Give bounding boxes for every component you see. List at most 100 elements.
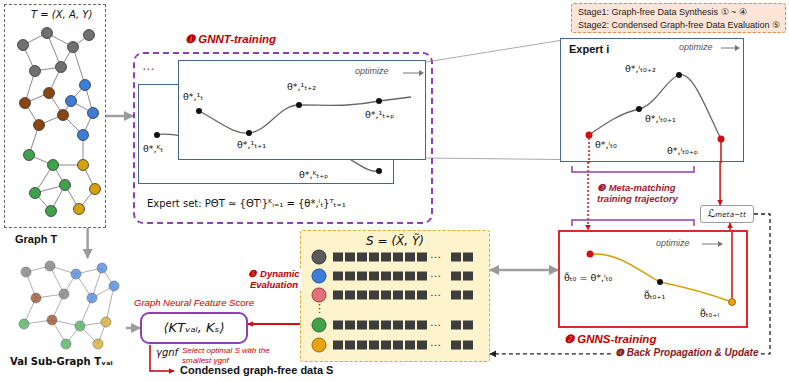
illustration-part [463, 253, 473, 262]
param-label: θ*,¹ₜ [183, 91, 203, 102]
illustration-part [59, 289, 69, 299]
illustration-part [20, 98, 31, 109]
illustration-part [101, 317, 111, 327]
graph-edges [24, 266, 114, 344]
illustration-part [58, 110, 69, 121]
stage-box: Stage1: Graph-free Data Synthesis ① ~ ④S… [571, 3, 786, 33]
illustration-part [312, 288, 326, 302]
connector [248, 323, 300, 325]
output-label: Condensed graph-free data S [180, 364, 333, 377]
illustration-part [312, 269, 326, 283]
illustration-part [66, 96, 77, 107]
illustration-part [24, 150, 35, 161]
illustration-part [109, 281, 119, 291]
formula-text: T = (X, A, Y) [31, 9, 92, 21]
graph-title: Graph T [15, 233, 57, 246]
param-label: θ*,ⁱₜ₀ [595, 139, 617, 150]
param-label: θ̃ₜ₀₊₁ [644, 290, 665, 301]
illustration-part [463, 321, 473, 330]
illustration-part [463, 341, 473, 350]
note-text: Select optimal S with the smallest γgnf [182, 346, 296, 365]
param-label: θ*,ᴷₜ [143, 143, 163, 154]
loss-label: ℒₘₑₜₐ₋ₜₜ [707, 207, 746, 220]
illustration-part [78, 130, 89, 141]
student-training-box: θ̃ₜ₀ = θ*,ⁱₜ₀θ̃ₜ₀₊₁θ̃ₜ₀₊ₗoptimize❷ GNNS-… [558, 230, 748, 328]
param-label: θ*,ⁱₜ₀₊₂ [625, 63, 656, 74]
step-title: ❶ GNNT-training [185, 33, 276, 47]
param-label: θ*,ⁱₜ₀₊₁ [645, 113, 676, 124]
illustration-part [333, 321, 427, 330]
illustration-part [71, 269, 81, 279]
score-title: Graph Neural Feature Score [134, 297, 254, 308]
illustration-part [48, 160, 59, 171]
graph-vertices [19, 261, 119, 349]
trajectory-illustration [561, 39, 745, 163]
illustration-part [451, 341, 461, 350]
illustration-part [47, 315, 57, 325]
illustration-part [333, 341, 427, 350]
illustration-part [46, 206, 57, 217]
checkpoint-dot [587, 251, 594, 258]
optimize-label: optimize [656, 238, 690, 249]
illustration-part [333, 272, 427, 281]
graph-box: T = (X, A, Y)Graph T [4, 4, 106, 228]
connector [426, 41, 560, 63]
param-label: θ̃ₜ₀ = θ*,ⁱₜ₀ [564, 272, 612, 283]
checkpoint-dot [718, 136, 725, 143]
graph-edges [23, 33, 95, 211]
illustration-part [34, 120, 45, 131]
checkpoint-dot [729, 299, 736, 306]
checkpoint-dot [376, 98, 382, 104]
illustration-part [451, 272, 461, 281]
connector [719, 162, 721, 205]
ellipsis: … [430, 336, 441, 349]
illustration-part [312, 338, 326, 352]
connector [106, 115, 133, 118]
expert-box: Expert iθ*,ⁱₜ₀θ*,ⁱₜ₀₊₁θ*,ⁱₜ₀₊₂θ*,ⁱₜ₀₊ₚop… [560, 38, 744, 162]
illustration-part [75, 321, 85, 331]
optimize-arrowhead [718, 241, 723, 247]
illustration-part [451, 321, 461, 330]
formula-text: S = (X̃, Ỹ) [366, 234, 424, 248]
param-label: θ*,¹ₜ₊₁ [237, 139, 266, 150]
param-label: θ̃ₜ₀₊ₗ [700, 308, 719, 319]
illustration-part [56, 62, 67, 73]
optimize-arrow [702, 244, 718, 245]
step-title: ❸ Meta-matching training trajectory [597, 182, 701, 205]
illustration-part [61, 339, 71, 349]
illustration-part [31, 293, 41, 303]
illustration-part [78, 160, 89, 171]
checkpoint-dot [296, 102, 302, 108]
illustration-part [80, 80, 91, 91]
optimize-arrow [403, 73, 419, 74]
illustration-part [84, 30, 95, 41]
matching-bracket [572, 220, 694, 226]
optimize-label: optimize [355, 66, 389, 77]
illustration-part [74, 204, 85, 215]
illustration-part [451, 291, 461, 300]
graph-vertices [18, 28, 101, 217]
feature-rows [312, 250, 473, 352]
synthetic-data-box: S = (X̃, Ỹ) [300, 230, 490, 362]
illustration-part [88, 108, 99, 119]
edge-label: ❺ Dynamic Evaluation [246, 268, 302, 291]
illustration-part [30, 66, 41, 77]
panel-title: Expert i [569, 43, 609, 56]
connector [490, 269, 558, 272]
formula-text: ⟨KTᵥₐₗ, Kₛ⟩ [164, 320, 225, 336]
illustration-part [333, 291, 427, 300]
illustration-part [42, 28, 53, 39]
expert-set-box: ❶ GNNT-trainingExpert set: PΘT ≃ {ΘTⁱ}ᴷᵢ… [133, 52, 433, 224]
illustration-part [312, 250, 326, 264]
connector [490, 214, 770, 354]
step-title: ❷ GNNS-training [564, 333, 656, 347]
end-pointer [720, 142, 722, 163]
synthetic-data-illustration [301, 231, 491, 363]
score-box: Graph Neural Feature Score⟨KTᵥₐₗ, Kₛ⟩ [140, 312, 248, 344]
checkpoint-dot [376, 168, 382, 174]
illustration-part [463, 272, 473, 281]
illustration-part [333, 253, 427, 262]
connector [126, 327, 140, 330]
loss-box: ℒₘₑₜₐ₋ₜₜ [700, 205, 754, 223]
optimize-arrow [721, 48, 735, 49]
